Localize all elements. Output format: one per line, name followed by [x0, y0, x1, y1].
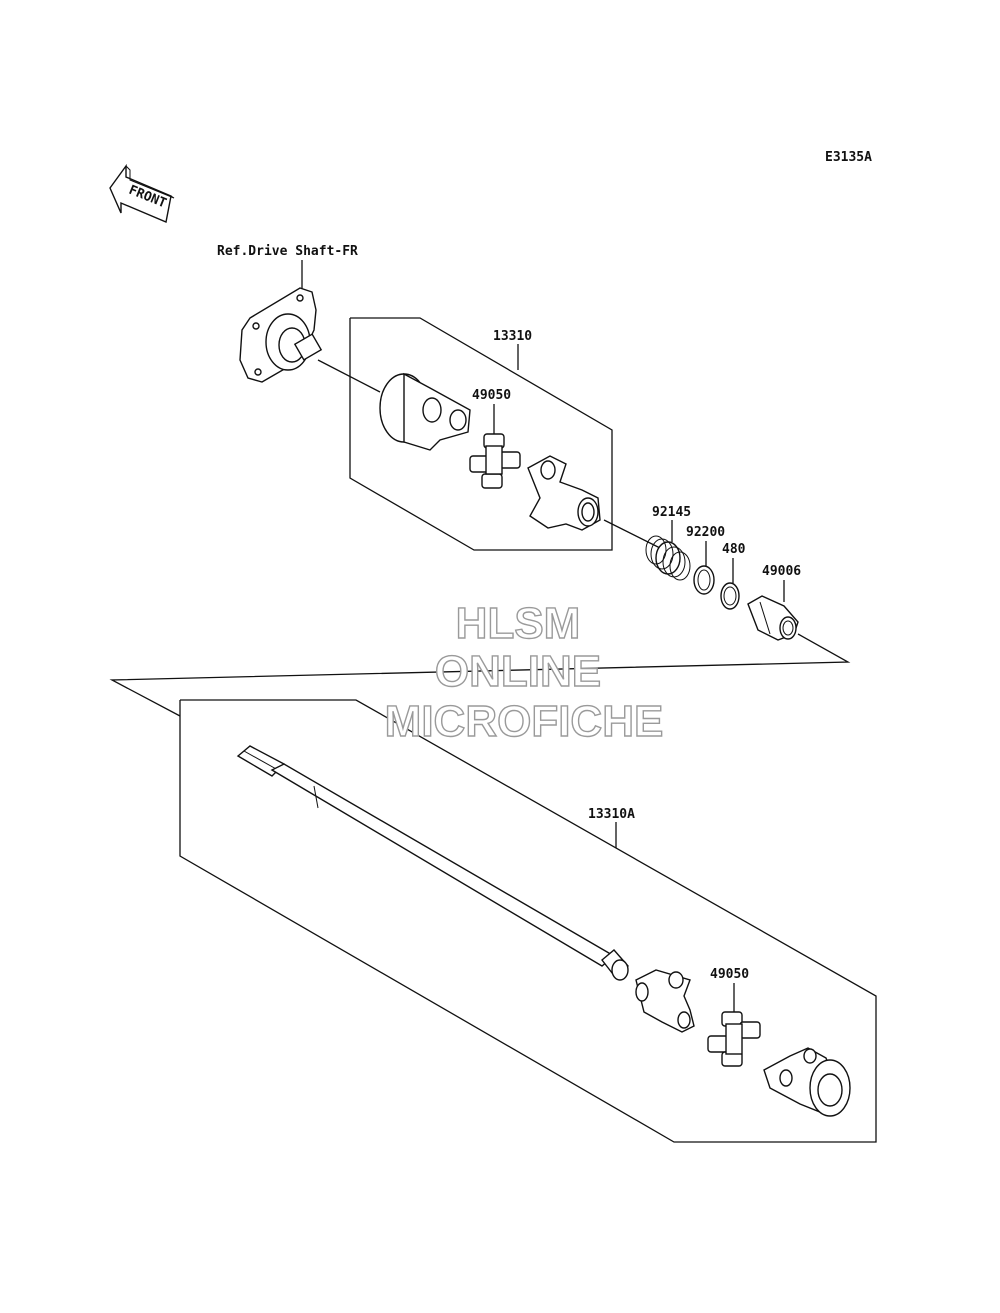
watermark-line-3: MICROFICHE: [385, 697, 664, 746]
lower-yoke-part: [635, 969, 695, 1033]
flange-yoke-part: [379, 372, 471, 451]
watermark-line-2: ONLINE: [435, 647, 601, 696]
front-arrow-icon: FRONT: [109, 163, 175, 223]
label-13310: 13310: [493, 329, 532, 344]
spider-joint-lower-part: [707, 1011, 761, 1067]
assembly-box-13310: [349, 317, 613, 551]
boot-part: [747, 595, 799, 641]
axis-line-upper-a: [317, 359, 381, 393]
ref-drive-shaft-label: Ref.Drive Shaft-FR: [217, 244, 358, 259]
label-49050-upper: 49050: [472, 388, 511, 403]
circlip-part: [693, 565, 715, 595]
spring-part: [645, 535, 691, 581]
watermark: HLSM ONLINE MICROFICHE: [384, 598, 664, 746]
spider-joint-upper-part: [469, 433, 521, 489]
assembly-box-13310a: [179, 699, 877, 1143]
connector-line: [109, 633, 851, 717]
label-13310a: 13310A: [588, 807, 635, 822]
end-flange-yoke-part: [763, 1047, 851, 1117]
axis-line-upper-b: [603, 519, 661, 549]
watermark-line-1: HLSM: [456, 599, 581, 648]
label-480: 480: [722, 542, 746, 557]
drive-shaft-part: [236, 745, 629, 981]
label-49006: 49006: [762, 564, 801, 579]
label-92200: 92200: [686, 525, 725, 540]
gear-housing-part: [239, 287, 323, 383]
label-92145: 92145: [652, 505, 691, 520]
label-49050-lower: 49050: [710, 967, 749, 982]
slip-yoke-part: [527, 455, 601, 531]
oring-part: [720, 582, 740, 610]
diagram-code: E3135A: [825, 150, 872, 165]
